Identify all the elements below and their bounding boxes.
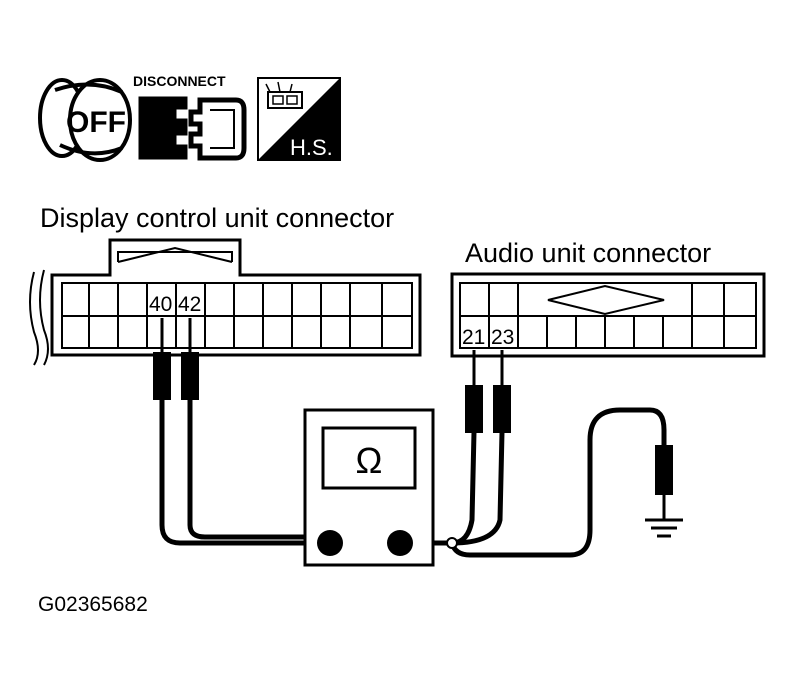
disconnect-connector-icon: DISCONNECT <box>133 73 247 161</box>
meter-terminal-right <box>387 530 413 556</box>
pin-40-label: 40 <box>149 293 172 316</box>
disconnect-label: DISCONNECT <box>133 73 226 89</box>
harness-side-icon: H.S. <box>257 77 341 161</box>
pin-42-label: 42 <box>178 293 201 316</box>
probe-pin-23 <box>493 350 511 433</box>
ignition-off-icon: OFF <box>38 78 132 162</box>
probe-pin-40 <box>153 318 171 400</box>
ground-icon <box>645 518 683 538</box>
ohm-symbol: Ω <box>356 440 383 481</box>
probe-pin-42 <box>181 318 199 400</box>
pin-21-label: 21 <box>462 326 485 349</box>
ground-probe <box>655 445 673 520</box>
harness-side-label: H.S. <box>290 135 333 160</box>
pin-23-label: 23 <box>491 326 514 349</box>
meter-terminal-left <box>317 530 343 556</box>
figure-code: G02365682 <box>38 593 148 616</box>
probe-pin-21 <box>465 350 483 433</box>
audio-connector-title: Audio unit connector <box>465 238 711 268</box>
display-connector: 40 42 <box>29 238 422 366</box>
ohmmeter: Ω <box>303 408 435 567</box>
ignition-off-label: OFF <box>66 106 126 139</box>
display-connector-title: Display control unit connector <box>40 203 394 233</box>
wire-junction <box>446 537 458 549</box>
audio-connector: 21 23 <box>450 272 766 358</box>
